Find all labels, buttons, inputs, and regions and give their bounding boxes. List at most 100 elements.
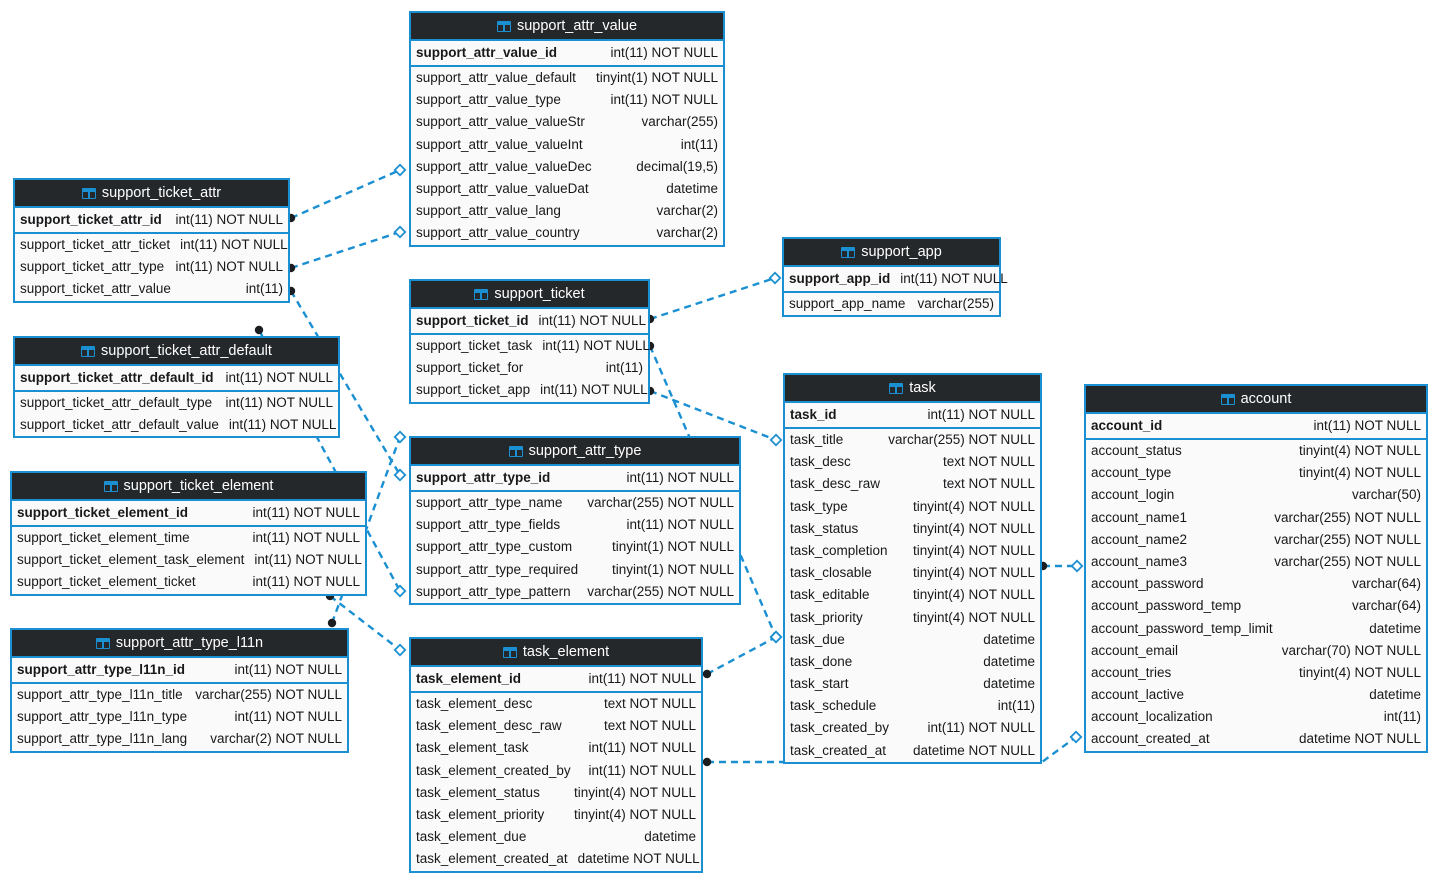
column-name: task_editable [790,587,870,603]
column-type: varchar(50) [1351,487,1421,503]
column-type: datetime [1369,620,1421,636]
table-icon [1220,393,1235,405]
column-name: support_attr_value_lang [416,203,561,219]
entity-header: support_ticket_attr [15,180,288,206]
column-type: varchar(255) NOT NULL [1274,509,1421,525]
column-name: support_app_id [789,271,891,286]
column-name: support_attr_type_pattern [416,583,571,599]
column-name: task_due [790,631,845,647]
column-type: int(11) NOT NULL [234,709,342,725]
column-name: support_ticket_attr_value [20,281,171,297]
column-name: support_ticket_element_ticket [17,574,196,590]
